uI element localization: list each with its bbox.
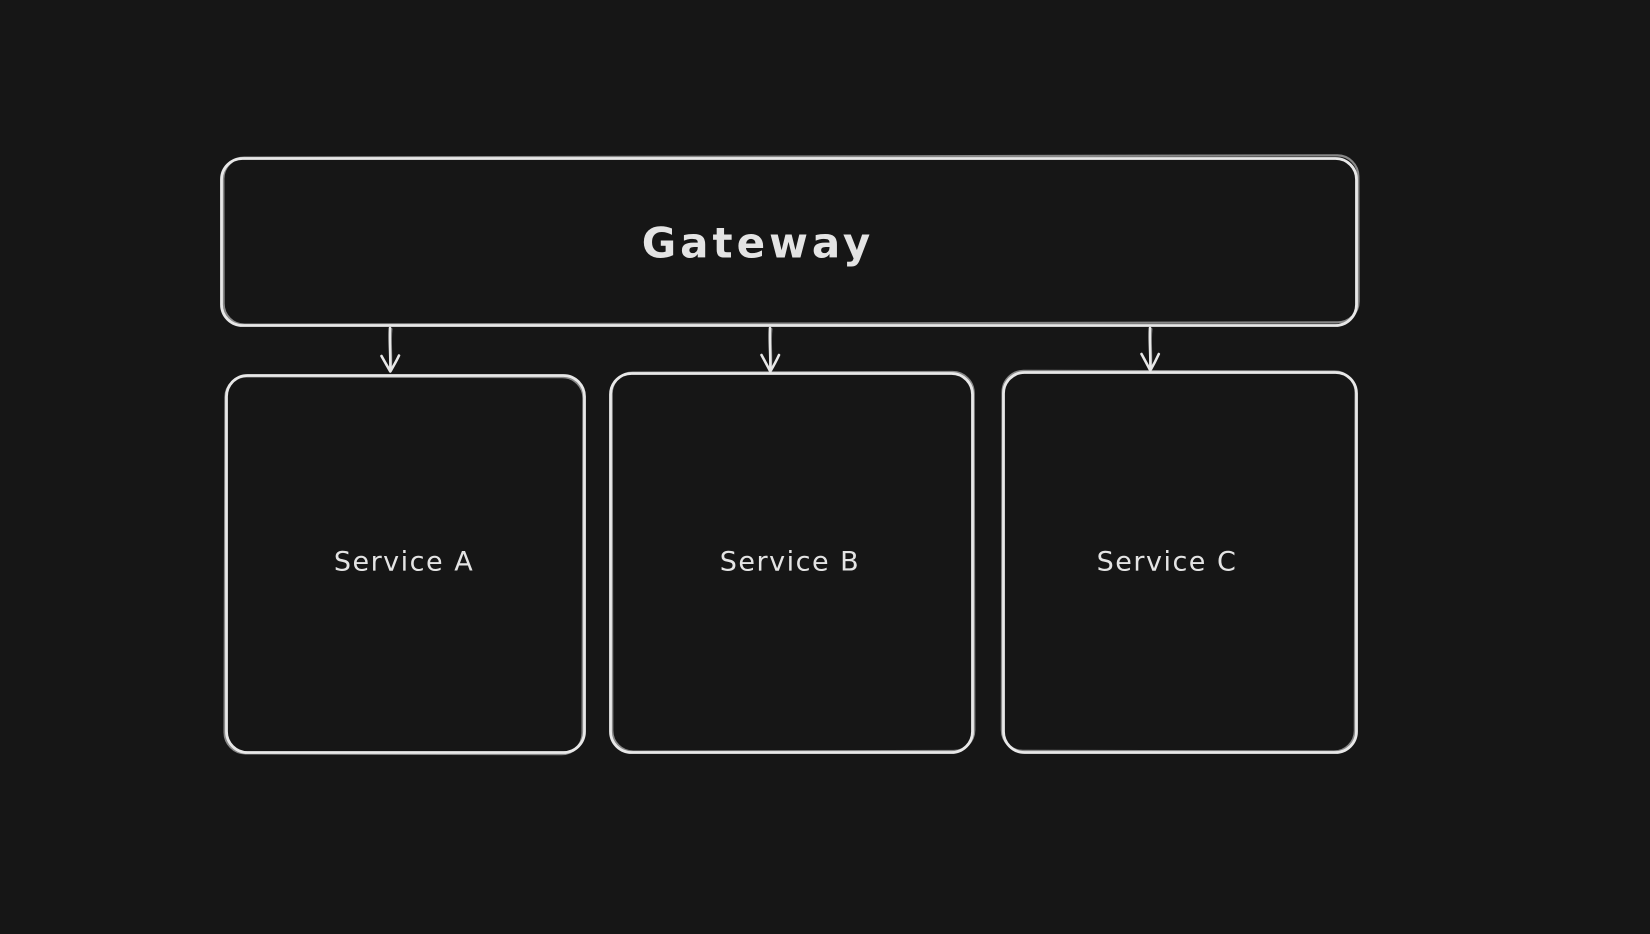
node-service-b[interactable]: Service B bbox=[609, 370, 976, 754]
service-b-box-outline bbox=[609, 372, 974, 754]
gateway-label: Gateway bbox=[642, 219, 875, 268]
arrow-line bbox=[388, 326, 392, 372]
service-a-label: Service A bbox=[334, 547, 474, 578]
gateway-box-outline-second-pass bbox=[222, 154, 1360, 326]
arrow-line bbox=[1148, 326, 1152, 371]
gateway-box-outline bbox=[220, 157, 1358, 327]
node-gateway[interactable]: Gateway bbox=[220, 154, 1360, 327]
node-service-a[interactable]: Service A bbox=[223, 374, 586, 756]
arrow-head bbox=[380, 354, 401, 373]
edge-gateway-to-service-a[interactable] bbox=[380, 326, 401, 373]
node-service-c[interactable]: Service C bbox=[1000, 369, 1358, 754]
service-a-box-outline bbox=[225, 374, 586, 754]
service-b-label: Service B bbox=[720, 547, 860, 578]
arrow-line bbox=[768, 326, 772, 372]
service-c-label: Service C bbox=[1097, 547, 1238, 578]
service-c-box-outline bbox=[1002, 371, 1358, 754]
